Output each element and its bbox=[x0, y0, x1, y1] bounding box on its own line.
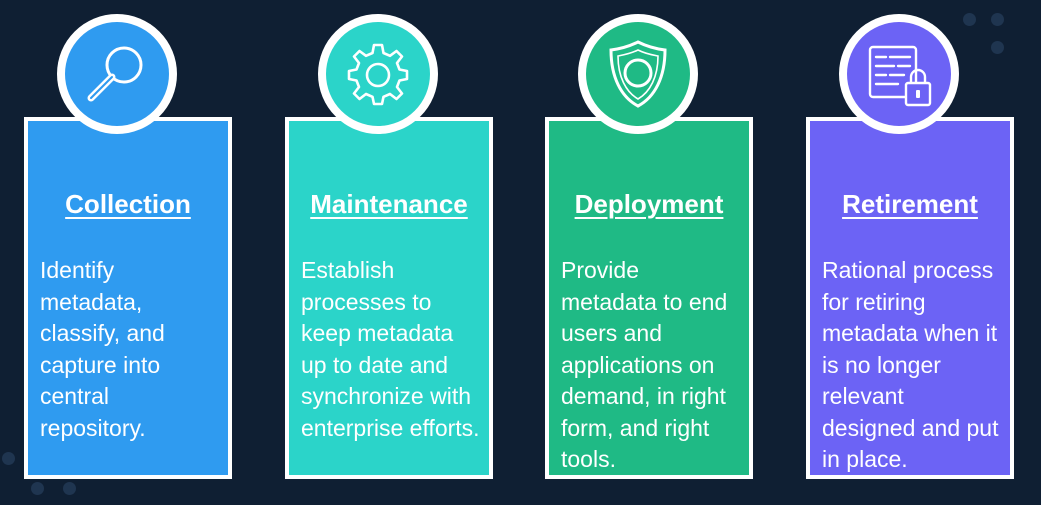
card-retirement: Retirement Rational process for retiring… bbox=[806, 117, 1014, 479]
card-title: Deployment bbox=[574, 189, 724, 219]
decor-dot bbox=[991, 41, 1004, 54]
badge-deployment bbox=[578, 14, 698, 134]
card-deployment: Deployment Provide metadata to end users… bbox=[545, 117, 753, 479]
card-title: Collection bbox=[65, 189, 191, 219]
decor-dot bbox=[2, 452, 15, 465]
badge-retirement bbox=[839, 14, 959, 134]
decor-dot bbox=[991, 13, 1004, 26]
card-body: Identify metadata, classify, and capture… bbox=[40, 257, 165, 441]
decor-dot bbox=[963, 13, 976, 26]
card-maintenance: Maintenance Establish processes to keep … bbox=[285, 117, 493, 479]
card-title: Maintenance bbox=[310, 189, 468, 219]
badge-maintenance bbox=[318, 14, 438, 134]
shield-icon bbox=[609, 40, 667, 108]
card-body: Provide metadata to end users and applic… bbox=[561, 257, 728, 472]
gear-icon bbox=[347, 43, 409, 106]
card-title: Retirement bbox=[842, 189, 978, 219]
decor-dot bbox=[31, 482, 44, 495]
locked-document-icon bbox=[868, 45, 932, 107]
card-body: Rational process for retiring metadata w… bbox=[822, 257, 999, 472]
badge-collection bbox=[57, 14, 177, 134]
magnifier-icon bbox=[87, 46, 143, 102]
decor-dot bbox=[63, 482, 76, 495]
card-body: Establish processes to keep metadata up … bbox=[301, 257, 480, 441]
card-collection: Collection Identify metadata, classify, … bbox=[24, 117, 232, 479]
